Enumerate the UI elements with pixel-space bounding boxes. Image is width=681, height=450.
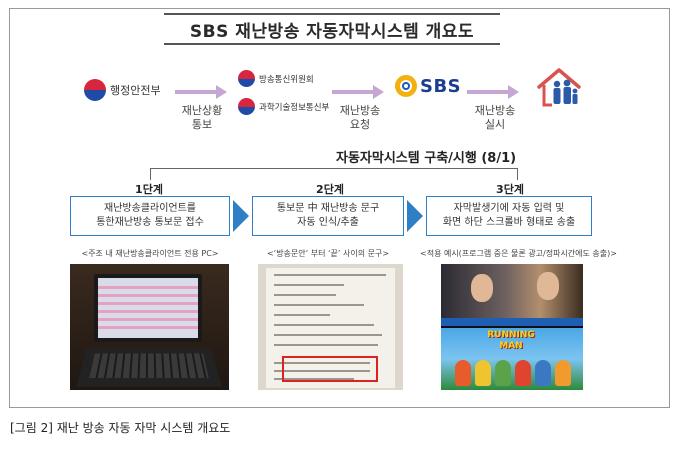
stage-2-label: 2단계 <box>316 183 344 196</box>
stage-3-text: 자막발생기에 자동 입력 및 화면 하단 스크롤바 형태로 송출 <box>442 203 576 228</box>
sbs-logo-icon <box>395 75 417 97</box>
flow-arrow-3 <box>467 85 519 99</box>
stage-3-caption: <적용 예시(프로그램 중은 물론 광고/정파시간에도 송출)> <box>420 249 617 258</box>
document-paper <box>266 268 395 388</box>
node-kcc-label: 방송통신위원회 <box>259 74 314 85</box>
sbs-logo-text: SBS <box>420 75 462 97</box>
tv-drama-frame <box>441 264 583 326</box>
stage-2-text: 통보문 中 재난방송 문구 자동 인식/추출 <box>276 203 380 228</box>
home-family-icon <box>537 68 581 107</box>
system-title: 자동자막시스템 구축/시행 (8/1) <box>336 151 517 166</box>
stage-1-box: 재난방송클라이언트를 통한재난방송 통보문 접수 <box>70 196 230 236</box>
flow-label-2: 재난방송 요청 <box>339 104 381 131</box>
taegeuk-emblem-icon <box>84 79 106 101</box>
arrow-right-icon <box>373 85 384 99</box>
stage-bracket <box>150 168 518 180</box>
stage-3-box: 자막발생기에 자동 입력 및 화면 하단 스크롤바 형태로 송출 <box>426 196 592 236</box>
arrow-right-icon <box>216 85 227 99</box>
tv-variety-frame <box>441 328 583 390</box>
flow-arrow-1 <box>175 85 227 99</box>
stage-1-text: 재난방송클라이언트를 통한재난방송 통보문 접수 <box>96 203 204 228</box>
diagram-title: SBS 재난방송 자동자막시스템 개요도 <box>164 13 500 45</box>
stage-2-box: 통보문 中 재난방송 문구 자동 인식/추출 <box>252 196 404 236</box>
node-mois: 행정안전부 <box>84 79 161 101</box>
node-msit-label: 과학기술정보통신부 <box>259 102 330 113</box>
scroll-ticker <box>441 318 583 326</box>
flow-label-1: 재난상황 통보 <box>181 104 223 131</box>
photo-client-pc <box>70 264 229 390</box>
figure-caption: [그림 2] 재난 방송 자동 자막 시스템 개요도 <box>10 421 231 435</box>
stage-1-label: 1단계 <box>135 183 163 196</box>
chevron-right-icon <box>233 200 249 232</box>
diagram-title-text: SBS 재난방송 자동자막시스템 개요도 <box>189 21 475 42</box>
node-mois-label: 행정안전부 <box>110 84 161 97</box>
node-sbs: SBS <box>395 75 461 97</box>
show-logo: RUNNING MAN <box>487 330 535 351</box>
flow-label-3: 재난방송 실시 <box>474 104 516 131</box>
stage-2-caption: <‘방송문안’ 부터 ‘끝’ 사이의 문구> <box>266 249 390 258</box>
taegeuk-emblem-icon <box>238 98 255 115</box>
highlight-box <box>282 356 378 382</box>
laptop-keyboard <box>76 348 222 387</box>
chevron-right-icon <box>407 200 423 232</box>
node-msit: 과학기술정보통신부 <box>238 98 329 115</box>
node-kcc: 방송통신위원회 <box>238 70 314 87</box>
photo-broadcast-example: RUNNING MAN <box>441 264 583 390</box>
laptop-screen <box>94 274 202 342</box>
stage-3-label: 3단계 <box>496 183 524 196</box>
taegeuk-emblem-icon <box>238 70 255 87</box>
stage-1-caption: <주조 내 재난방송클라이언트 전용 PC> <box>81 249 219 258</box>
flow-arrow-2 <box>332 85 384 99</box>
arrow-right-icon <box>508 85 519 99</box>
photo-notice-document <box>258 264 403 390</box>
